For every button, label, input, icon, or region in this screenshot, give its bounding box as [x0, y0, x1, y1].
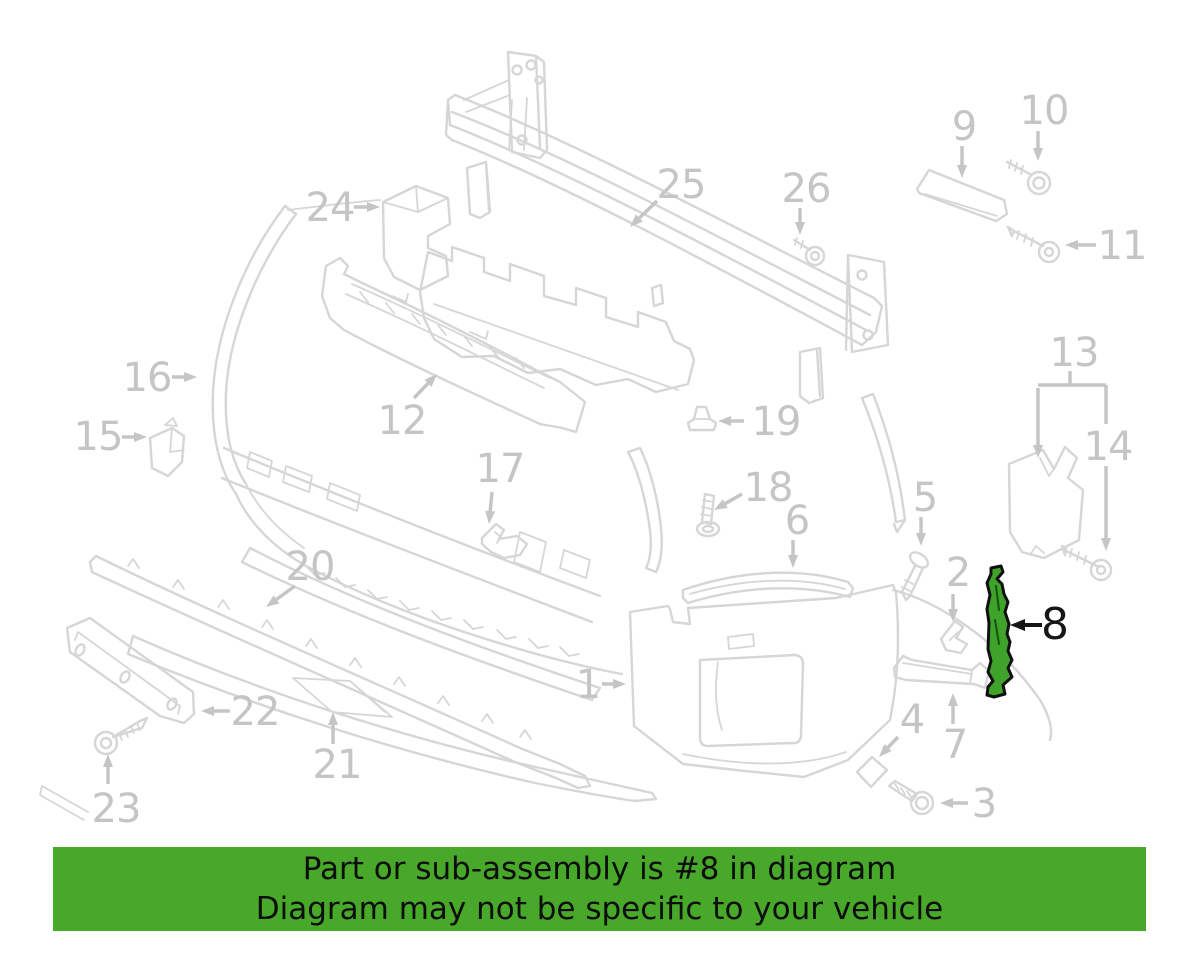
part-14-screw — [1060, 544, 1113, 582]
part-label-13: 13 — [1050, 330, 1099, 376]
part-7-strip — [892, 654, 991, 690]
banner-line-1: Part or sub-assembly is #8 in diagram — [302, 851, 897, 887]
part-1-bumper-cover — [628, 583, 1053, 779]
part-label-5: 5 — [913, 475, 937, 521]
part-label-18: 18 — [744, 465, 793, 511]
part-4-clip — [855, 755, 889, 789]
strip-fragment — [39, 785, 89, 821]
part-label-16: 16 — [123, 355, 172, 401]
part-6-strip — [681, 571, 855, 605]
part-19-clip — [686, 405, 718, 432]
part-label-26: 26 — [782, 166, 831, 212]
part-15-cover — [148, 417, 186, 478]
part-label-2: 2 — [946, 550, 970, 596]
banner-line-2: Diagram may not be specific to your vehi… — [255, 891, 944, 927]
part-12-absorber-bar — [320, 256, 587, 434]
part-label-4: 4 — [900, 697, 924, 743]
part-5-rivet — [900, 551, 930, 602]
part-label-14: 14 — [1084, 424, 1133, 470]
part-17-clip — [480, 522, 529, 560]
part-2-clip — [939, 619, 969, 655]
part-3-bolt — [887, 779, 935, 816]
part-label-25: 25 — [657, 162, 706, 208]
bumper-cover-upper — [211, 199, 907, 702]
part-8-highlighted-retainer — [985, 564, 1014, 699]
bumper-line-art — [39, 50, 1113, 821]
part-label-11: 11 — [1098, 223, 1147, 269]
highlighted-part-label: 8 — [1041, 599, 1069, 650]
part-11-screw — [1006, 225, 1061, 264]
part-label-24: 24 — [306, 185, 355, 231]
part-label-20: 20 — [286, 544, 335, 590]
part-label-1: 1 — [576, 662, 600, 708]
part-9-strip — [915, 168, 1009, 223]
upper-absorber-bar — [418, 245, 696, 394]
part-10-bolt — [1005, 159, 1052, 196]
part-26-bolt — [792, 237, 826, 267]
part-18-screw — [695, 492, 721, 538]
part-22-license-bracket — [65, 616, 196, 725]
part-label-22: 22 — [231, 689, 280, 735]
part-23-screw — [93, 716, 149, 756]
part-24-absorber-block — [381, 184, 452, 292]
part-label-9: 9 — [952, 104, 976, 150]
part-label-23: 23 — [92, 786, 141, 832]
part-20-strip — [88, 554, 592, 790]
part-label-3: 3 — [972, 781, 996, 827]
part-25-impact-bar — [444, 50, 890, 405]
part-label-15: 15 — [74, 414, 123, 460]
part-13-bracket — [1007, 445, 1085, 560]
part-label-7: 7 — [943, 722, 967, 768]
part-label-12: 12 — [378, 398, 427, 444]
highlight-banner: Part or sub-assembly is #8 in diagram Di… — [53, 847, 1146, 931]
part-label-17: 17 — [476, 446, 525, 492]
part-label-21: 21 — [313, 742, 362, 788]
part-label-6: 6 — [785, 498, 809, 544]
part-label-19: 19 — [752, 399, 801, 445]
part-label-10: 10 — [1020, 88, 1069, 134]
part-21-spoiler — [126, 634, 658, 803]
